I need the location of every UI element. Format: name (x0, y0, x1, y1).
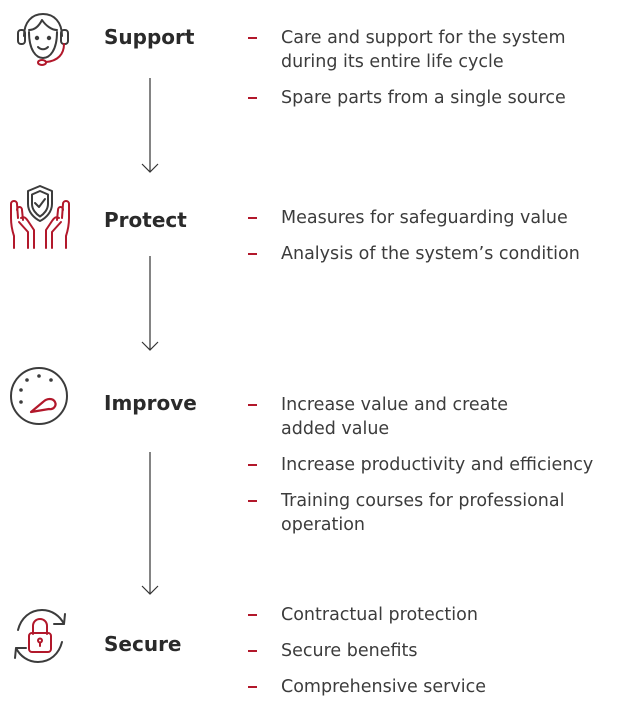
down-arrow (140, 452, 160, 602)
down-arrow (140, 78, 160, 180)
dash-marker (248, 37, 257, 39)
bullet-text-line: Analysis of the system’s condition (281, 244, 580, 264)
list-item: Care and support for the system during i… (248, 26, 620, 74)
dash-marker (248, 614, 257, 616)
list-item: Training courses for professional operat… (248, 489, 620, 537)
list-item: Measures for safeguarding value (248, 206, 620, 230)
bullet-list-protect: Measures for safeguarding value Analysis… (248, 206, 620, 278)
dash-marker (248, 686, 257, 688)
bullet-text-line: Measures for safeguarding value (281, 208, 568, 228)
list-item: Increase value and create added value (248, 393, 620, 441)
hands-shield-icon (8, 180, 72, 252)
bullet-text-line: Secure benefits (281, 641, 418, 661)
bullet-text-line: added value (281, 419, 390, 439)
bullet-text-line: during its entire life cycle (281, 52, 504, 72)
list-item: Contractual protection (248, 603, 620, 627)
dash-marker (248, 650, 257, 652)
bullet-text-line: operation (281, 515, 366, 535)
padlock-refresh-icon (8, 604, 72, 668)
bullet-text-line: Care and support for the system (281, 28, 566, 48)
dash-marker (248, 500, 257, 502)
section-title-support: Support (104, 25, 195, 49)
list-item: Analysis of the system’s condition (248, 242, 620, 266)
dash-marker (248, 404, 257, 406)
list-item: Comprehensive service (248, 675, 620, 699)
bullet-list-improve: Increase value and create added value In… (248, 393, 620, 549)
bullet-list-secure: Contractual protection Secure benefits C… (248, 603, 620, 711)
bullet-text-line: Increase productivity and efficiency (281, 455, 594, 475)
dash-marker (248, 97, 257, 99)
bullet-text-line: Spare parts from a single source (281, 88, 566, 108)
section-title-protect: Protect (104, 208, 187, 232)
dash-marker (248, 217, 257, 219)
dash-marker (248, 253, 257, 255)
section-title-improve: Improve (104, 391, 197, 415)
bullet-list-support: Care and support for the system during i… (248, 26, 620, 122)
list-item: Increase productivity and efficiency (248, 453, 620, 477)
section-title-secure: Secure (104, 632, 182, 656)
down-arrow (140, 256, 160, 358)
list-item: Secure benefits (248, 639, 620, 663)
headset-agent-icon (12, 8, 74, 68)
dash-marker (248, 464, 257, 466)
gauge-icon (7, 364, 71, 428)
bullet-text-line: Contractual protection (281, 605, 478, 625)
list-item: Spare parts from a single source (248, 86, 620, 110)
bullet-text-line: Increase value and create (281, 395, 509, 415)
bullet-text-line: Training courses for professional (281, 491, 565, 511)
bullet-text-line: Comprehensive service (281, 677, 486, 697)
